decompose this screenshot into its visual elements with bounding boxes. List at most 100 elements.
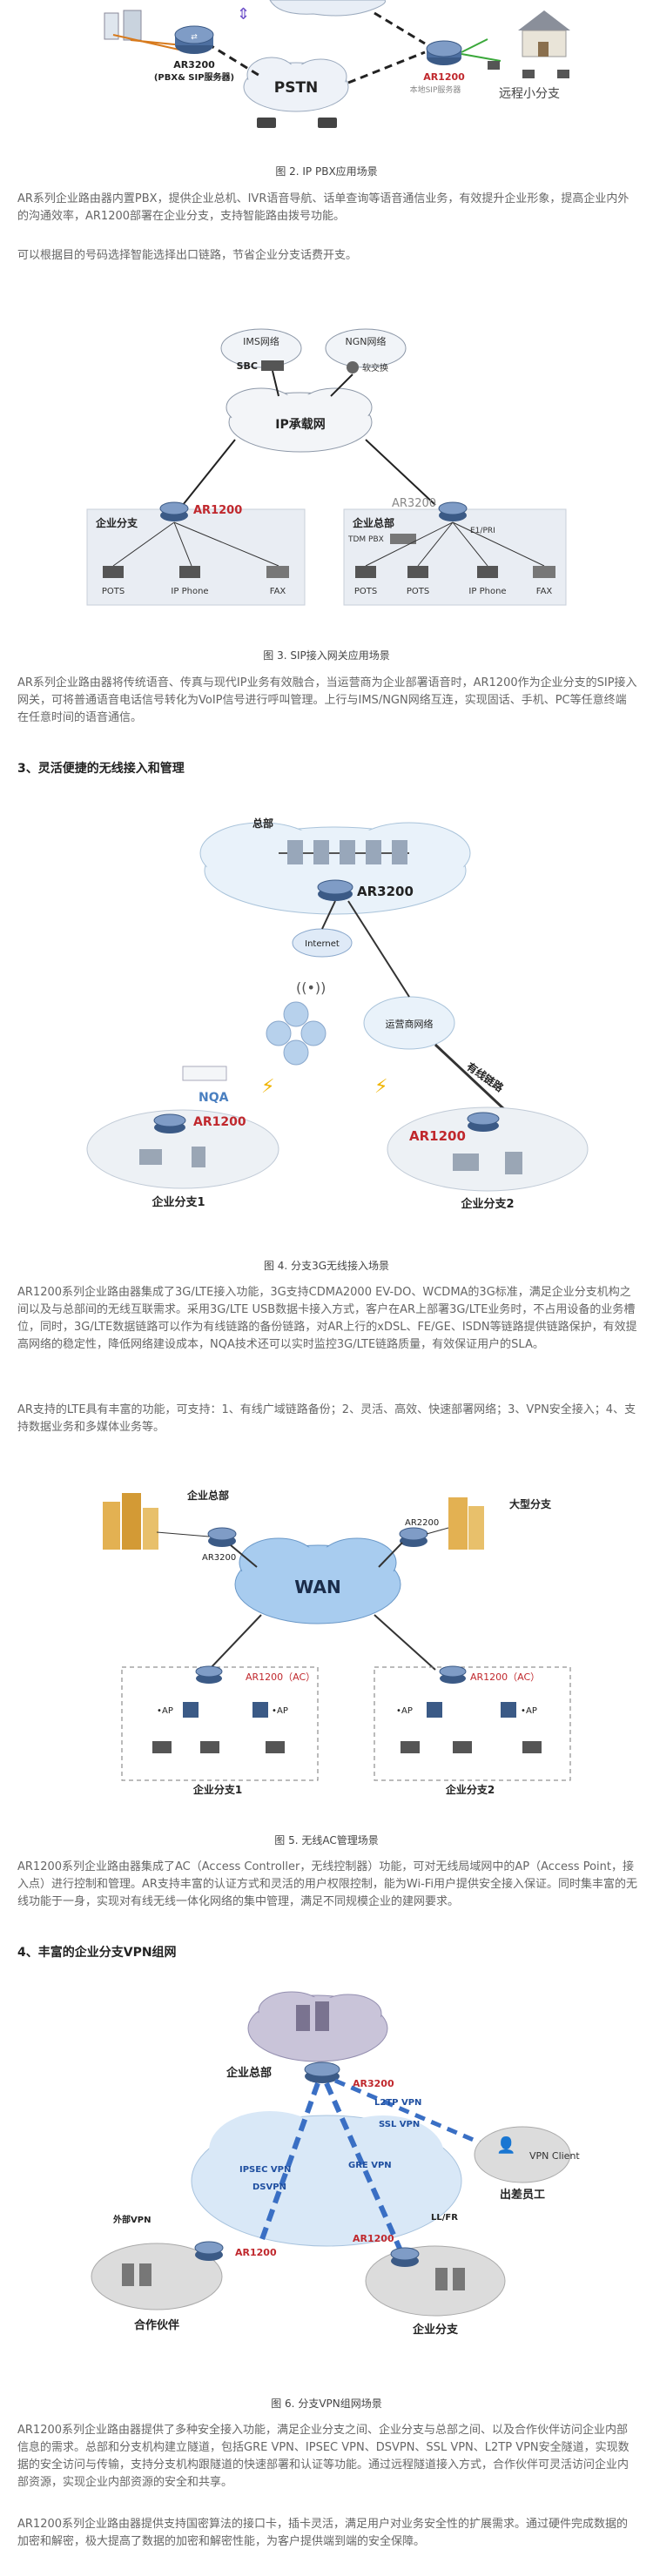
laptop-icon xyxy=(453,1153,479,1171)
laptop-icon xyxy=(200,1741,219,1753)
paragraph-encryption: AR1200系列企业路由器提供支持国密算法的接口卡，插卡灵活，满足用户对业务安全… xyxy=(17,2518,629,2548)
figure-3g-access-diagram: 总部 AR3200 Internet ((•)) 运营商网络 有线链路 NQA … xyxy=(86,817,589,1211)
traveler-cloud xyxy=(474,2126,571,2183)
external-vpn-label: 外部VPN xyxy=(112,2214,151,2225)
branch1-label: 企业分支1 xyxy=(192,1783,242,1796)
phone-icon xyxy=(557,70,569,78)
wan-cloud xyxy=(234,1537,401,1624)
nqa-label: NQA xyxy=(199,1091,229,1105)
ngn-label: NGN网络 xyxy=(346,335,387,347)
llfr-label: LL/FR xyxy=(431,2213,458,2223)
big-branch-building-icon xyxy=(448,1497,484,1550)
ar3200-sub-label: (PBX& SIP服务器) xyxy=(154,71,234,83)
paragraph-vpn-access: AR1200系列企业路由器提供了多种安全接入功能，满足企业分支之间、企业分支与总… xyxy=(17,2424,629,2489)
branch2-label: 企业分支2 xyxy=(460,1197,514,1211)
laptop-icon xyxy=(401,1741,420,1753)
ar3200-router-icon xyxy=(438,501,468,515)
ar1200-label: AR1200 xyxy=(193,1115,246,1129)
paragraph-ip-pbx: AR系列企业路由器内置PBX，提供企业总机、IVR语音导航、话单查询等语音通信业… xyxy=(17,192,629,223)
hq-cloud xyxy=(199,822,471,915)
ap-label: AP xyxy=(277,1706,288,1716)
pots-phone-icon xyxy=(103,566,124,578)
house-icon xyxy=(518,10,570,57)
ip-network-label: IP承载网 xyxy=(275,417,325,432)
pstn-cloud xyxy=(243,57,349,112)
ar3200-label: AR3200 xyxy=(392,497,436,510)
branch2-cloud xyxy=(387,1106,589,1192)
paragraph-3g-lte: AR1200系列企业路由器集成了3G/LTE接入功能，3G支持CDMA2000 … xyxy=(17,1286,637,1351)
ar1200-router-icon xyxy=(467,1112,500,1126)
ar1200-ac-label: AR1200（AC） xyxy=(246,1671,315,1683)
svg-text:•: • xyxy=(521,1706,526,1716)
fax-icon xyxy=(533,566,555,578)
ar2200-router-icon xyxy=(399,1527,428,1541)
ar3200-router-icon: ⇄ xyxy=(174,25,214,54)
e1-pri-label: E1/PRI xyxy=(470,527,495,535)
big-branch-label: 大型分支 xyxy=(509,1497,552,1510)
svg-text:•: • xyxy=(272,1706,277,1716)
branch-label: 企业分支 xyxy=(412,2323,459,2337)
ap-icon xyxy=(252,1702,268,1718)
ar1200-router-icon xyxy=(426,40,462,65)
branch2-frame xyxy=(374,1666,571,1781)
carrier-label: 运营商网络 xyxy=(386,1018,434,1030)
figure-6-caption: 图 6. 分支VPN组网场景 xyxy=(271,2398,382,2410)
figure-vpn-diagram: 企业总部 AR3200 L2TP VPN SSL VPN IPSEC VPN D… xyxy=(91,1991,580,2337)
ap-icon xyxy=(501,1702,516,1718)
sbc-label: SBC xyxy=(237,360,258,372)
ip-phone-label: IP Phone xyxy=(171,587,208,596)
ar3200-label: AR3200 xyxy=(357,884,414,899)
ar1200-label: AR1200 xyxy=(353,2233,394,2244)
ims-label: IMS网络 xyxy=(243,335,279,347)
hq-building-icon xyxy=(103,1493,158,1550)
ar3200-label: AR3200 xyxy=(173,59,215,71)
ar3200-router-icon xyxy=(317,879,353,895)
lightning-icon: ⚡ xyxy=(374,1076,387,1098)
figure-ip-pbx-diagram: PSTN ⇕ ⇄ AR3200 (PBX& SIP服务器) AR1200 本地S… xyxy=(104,0,570,128)
internet-label: Internet xyxy=(305,939,340,949)
svg-text:•: • xyxy=(157,1706,162,1716)
ar1200-label: AR1200 xyxy=(423,71,465,83)
server-icon xyxy=(453,2268,465,2290)
ar1200-ac-router-icon xyxy=(439,1665,467,1678)
paragraph-sip-gateway: AR系列企业路由器将传统语音、传真与现代IP业务有效融合，当运营商为企业部署语音… xyxy=(17,676,637,724)
figure-2-caption: 图 2. IP PBX应用场景 xyxy=(275,165,378,178)
ap-icon xyxy=(427,1702,442,1718)
svg-text:⇄: ⇄ xyxy=(191,33,198,42)
ar1200-ac-router-icon xyxy=(195,1665,223,1678)
traveler-label: 出差员工 xyxy=(500,2188,545,2202)
phone-icon xyxy=(192,1147,205,1167)
ar2200-label: AR2200 xyxy=(405,1518,439,1528)
section-heading-wireless: 3、灵活便捷的无线接入和管理 xyxy=(17,762,185,776)
laptop-icon xyxy=(152,1741,172,1753)
hq-label: 总部 xyxy=(252,817,273,830)
ar3200-router-icon xyxy=(304,2061,340,2077)
laptop-icon xyxy=(266,1741,285,1753)
phone-icon xyxy=(522,70,535,78)
server-icon xyxy=(287,840,303,864)
ap-label: AP xyxy=(162,1706,173,1716)
server-icon xyxy=(435,2268,448,2290)
svg-text:⇕: ⇕ xyxy=(237,5,250,24)
fax-label: FAX xyxy=(270,587,286,596)
ar1200-ac-label: AR1200（AC） xyxy=(470,1671,540,1683)
ip-phone-icon xyxy=(477,566,498,578)
server-icon xyxy=(366,840,381,864)
pots-label: POTS xyxy=(354,587,377,596)
laptop-icon xyxy=(453,1741,472,1753)
ar3200-router-icon xyxy=(207,1527,237,1541)
softswitch-icon xyxy=(347,361,359,373)
pots-phone-icon xyxy=(407,566,428,578)
server-icon xyxy=(296,2005,310,2031)
dsvpn-label: DSVPN xyxy=(252,2183,286,2192)
vpn-client-label: VPN Client xyxy=(529,2150,580,2162)
lightning-icon: ⚡ xyxy=(261,1076,274,1098)
ar3200-label: AR3200 xyxy=(353,2078,394,2089)
local-sip-label: 本地SIP服务器 xyxy=(410,84,461,95)
sbc-device-icon xyxy=(261,360,284,371)
wan-label: WAN xyxy=(294,1577,340,1597)
figure-5-caption: 图 5. 无线AC管理场景 xyxy=(274,1834,379,1846)
ssl-vpn-label: SSL VPN xyxy=(379,2120,420,2129)
pots-label: POTS xyxy=(102,587,125,596)
tdm-pbx-label: TDM PBX xyxy=(347,535,384,544)
